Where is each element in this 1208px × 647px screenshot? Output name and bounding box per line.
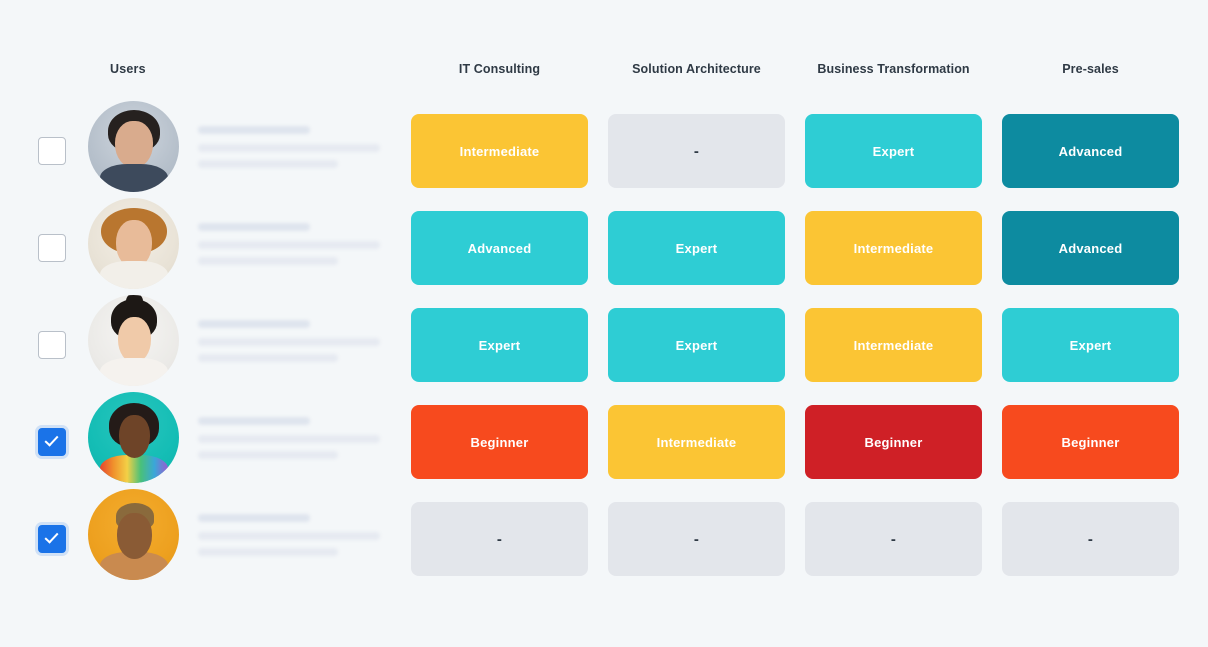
skill-cell[interactable]: Expert	[411, 308, 588, 382]
skill-cell[interactable]: Beginner	[1002, 405, 1179, 479]
row-select-checkbox[interactable]	[38, 428, 66, 456]
avatar-photo-icon	[88, 392, 179, 483]
avatar-photo-icon	[88, 489, 179, 580]
skill-cell[interactable]: Expert	[1002, 308, 1179, 382]
check-icon	[44, 432, 59, 447]
row-select-checkbox[interactable]	[38, 525, 66, 553]
skill-column-header-solution-architecture: Solution Architecture	[632, 62, 761, 76]
skill-cell[interactable]: -	[1002, 502, 1179, 576]
skill-cell[interactable]: Advanced	[411, 211, 588, 285]
skill-cell[interactable]: Intermediate	[411, 114, 588, 188]
user-name-redacted	[198, 514, 388, 564]
skill-cell[interactable]: -	[805, 502, 982, 576]
users-column-header: Users	[110, 62, 146, 76]
skill-cell[interactable]: Expert	[805, 114, 982, 188]
matrix-header-row: Users IT Consulting Solution Architectur…	[0, 62, 1208, 86]
avatar-photo-icon	[88, 198, 179, 289]
table-row: Intermediate - Expert Advanced	[0, 101, 1208, 192]
avatar	[88, 489, 179, 580]
avatar	[88, 392, 179, 483]
table-row: Beginner Intermediate Beginner Beginner	[0, 392, 1208, 483]
skill-column-header-it-consulting: IT Consulting	[458, 62, 541, 76]
user-name-redacted	[198, 417, 388, 467]
avatar-photo-icon	[88, 101, 179, 192]
avatar	[88, 101, 179, 192]
user-name-redacted	[198, 126, 388, 176]
skill-cell[interactable]: Beginner	[805, 405, 982, 479]
skill-cell[interactable]: Beginner	[411, 405, 588, 479]
skill-cell[interactable]: Expert	[608, 211, 785, 285]
check-icon	[44, 529, 59, 544]
skill-column-header-business-transformation: Business Transformation	[817, 62, 970, 76]
row-select-checkbox[interactable]	[38, 137, 66, 165]
skill-cell[interactable]: Intermediate	[805, 308, 982, 382]
row-select-checkbox[interactable]	[38, 234, 66, 262]
avatar	[88, 295, 179, 386]
skill-cell[interactable]: Intermediate	[608, 405, 785, 479]
skill-cell[interactable]: Advanced	[1002, 114, 1179, 188]
table-row: Advanced Expert Intermediate Advanced	[0, 198, 1208, 289]
avatar	[88, 198, 179, 289]
skill-cell[interactable]: -	[608, 114, 785, 188]
skill-column-header-pre-sales: Pre-sales	[1062, 62, 1119, 76]
skill-cell[interactable]: Expert	[608, 308, 785, 382]
skill-cell[interactable]: -	[411, 502, 588, 576]
row-select-checkbox[interactable]	[38, 331, 66, 359]
skill-cell[interactable]: -	[608, 502, 785, 576]
user-name-redacted	[198, 223, 388, 273]
table-row: Expert Expert Intermediate Expert	[0, 295, 1208, 386]
skill-cell[interactable]: Advanced	[1002, 211, 1179, 285]
table-row: - - - -	[0, 489, 1208, 580]
avatar-photo-icon	[88, 295, 179, 386]
user-name-redacted	[198, 320, 388, 370]
skill-cell[interactable]: Intermediate	[805, 211, 982, 285]
